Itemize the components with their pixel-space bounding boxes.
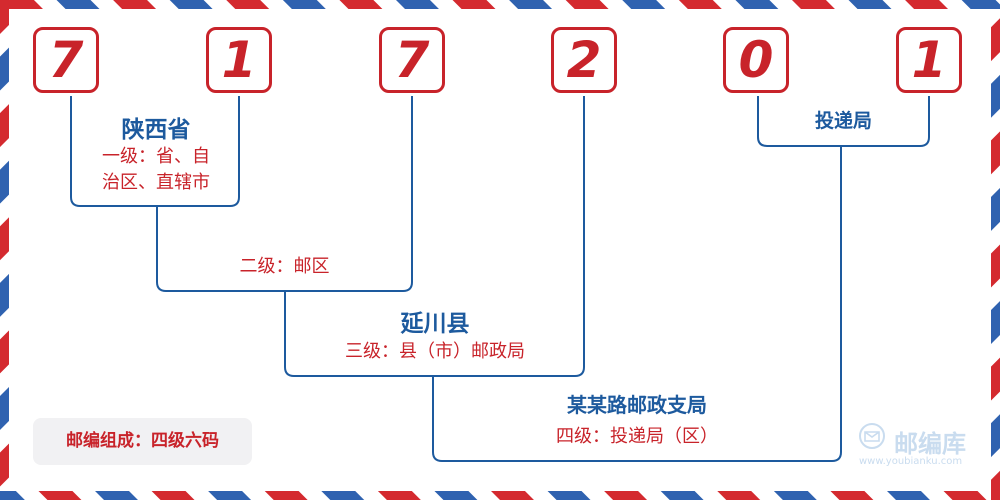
watermark: 邮编库 www.youbianku.com <box>858 422 966 467</box>
bracket-province <box>70 96 240 207</box>
postcode-digit-6: 1 <box>896 27 962 93</box>
bracket-delivery <box>757 96 930 147</box>
county-desc: 三级：县（市）邮政局 <box>345 341 525 362</box>
postcode-digit-2: 1 <box>206 27 272 93</box>
province-desc-line1: 一级：省、自 <box>102 146 210 167</box>
postcode-digit-3: 7 <box>379 27 445 93</box>
delivery-name: 投递局 <box>814 110 872 132</box>
branch-name: 某某路邮政支局 <box>567 393 707 417</box>
bracket-county <box>284 96 585 377</box>
envelope-circle-icon <box>859 423 885 449</box>
postal-area-desc: 二级：邮区 <box>239 256 330 277</box>
postcode-digit-1: 7 <box>33 27 99 93</box>
province-desc-line2: 治区、直辖市 <box>102 172 210 193</box>
province-name: 陕西省 <box>121 117 191 143</box>
bracket-branch <box>432 146 842 462</box>
county-name: 延川县 <box>400 311 470 337</box>
branch-desc: 四级：投递局（区） <box>556 426 718 447</box>
watermark-url: www.youbianku.com <box>859 456 963 467</box>
watermark-name: 邮编库 <box>894 430 966 458</box>
postcode-digit-5: 0 <box>723 27 789 93</box>
postcode-digit-4: 2 <box>551 27 617 93</box>
composition-legend: 邮编组成：四级六码 <box>33 418 252 465</box>
